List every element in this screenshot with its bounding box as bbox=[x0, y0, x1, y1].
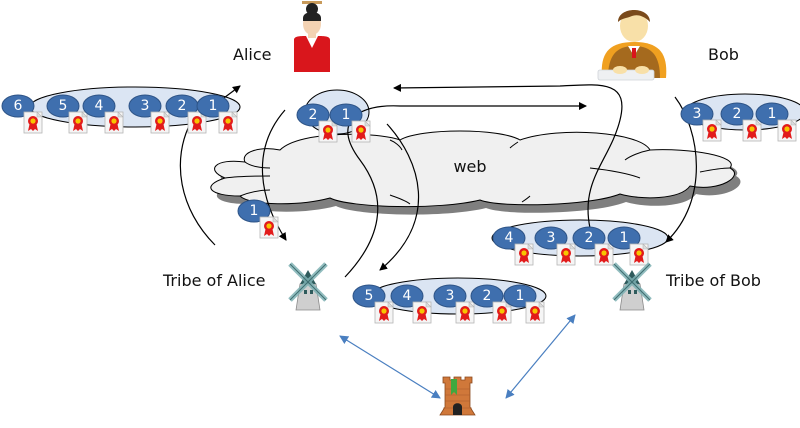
chain-entry: 2 bbox=[296, 103, 338, 143]
block-number-badge bbox=[607, 226, 641, 250]
tribe-bob-label: Tribe of Bob bbox=[665, 271, 761, 290]
block-number: 3 bbox=[693, 106, 702, 122]
link-tribe-alice-castle bbox=[339, 335, 441, 399]
block-number: 1 bbox=[768, 106, 777, 122]
web-cloud bbox=[210, 130, 741, 215]
chain-entry: 4 bbox=[82, 94, 124, 134]
block-number: 3 bbox=[446, 288, 455, 304]
chain-entry: 1 bbox=[503, 284, 545, 324]
chain-entry: 3 bbox=[680, 102, 722, 142]
block-number: 6 bbox=[14, 98, 23, 114]
certificate-icon bbox=[318, 120, 338, 143]
block-number-badge bbox=[492, 226, 526, 250]
windmill-icon-bob bbox=[614, 264, 650, 310]
block-number: 2 bbox=[178, 98, 187, 114]
arrow-tribe-alice-to-bob bbox=[344, 102, 587, 278]
certificate-icon bbox=[259, 216, 279, 239]
chain-entry: 3 bbox=[534, 226, 576, 266]
block-number-badge bbox=[534, 226, 568, 250]
block-number: 4 bbox=[95, 98, 104, 114]
chain-entry: 5 bbox=[46, 94, 88, 134]
block-number-badge bbox=[680, 102, 714, 126]
block-number-badge bbox=[128, 94, 162, 118]
certificate-icon bbox=[374, 301, 394, 324]
chain-entry: 4 bbox=[390, 284, 432, 324]
certificate-icon bbox=[218, 111, 238, 134]
person-bob-icon bbox=[597, 10, 667, 81]
chain-entry: 1 bbox=[196, 94, 238, 134]
certificate-icon bbox=[594, 243, 614, 266]
certificate-icon bbox=[514, 243, 534, 266]
block-number-badge bbox=[82, 94, 116, 118]
chain-entry: 3 bbox=[433, 284, 475, 324]
block-number-badge bbox=[296, 103, 330, 127]
block-number-badge bbox=[390, 284, 424, 308]
block-number-badge bbox=[433, 284, 467, 308]
chain-entry: 1 bbox=[755, 102, 797, 142]
arrow-tribe-bob-to-alice bbox=[393, 83, 623, 229]
block-number: 5 bbox=[59, 98, 68, 114]
chain-entry: 1 bbox=[607, 226, 649, 266]
arrow-tribe-to-alice-chain bbox=[179, 119, 216, 246]
block-number-badge bbox=[470, 284, 504, 308]
block-number: 1 bbox=[516, 288, 525, 304]
certificate-icon bbox=[629, 243, 649, 266]
tribe-alice-label: Tribe of Alice bbox=[162, 271, 266, 290]
block-number: 5 bbox=[365, 288, 374, 304]
certificate-icon bbox=[777, 119, 797, 142]
chain-entry: 6 bbox=[1, 94, 43, 134]
block-number-badge bbox=[720, 102, 754, 126]
bob-label: Bob bbox=[708, 45, 739, 64]
certificate-icon bbox=[351, 120, 371, 143]
block-number: 1 bbox=[342, 107, 351, 123]
block-number-badge bbox=[755, 102, 789, 126]
web-label: web bbox=[453, 157, 486, 176]
chain-entry: 3 bbox=[128, 94, 170, 134]
chain-entry: 5 bbox=[352, 284, 394, 324]
block-number: 1 bbox=[209, 98, 218, 114]
block-number: 1 bbox=[620, 230, 629, 246]
block-number-badge bbox=[352, 284, 386, 308]
certificate-icon bbox=[23, 111, 43, 134]
block-number: 2 bbox=[309, 107, 318, 123]
certificate-icon bbox=[412, 301, 432, 324]
block-number: 2 bbox=[585, 230, 594, 246]
person-alice-icon bbox=[294, 1, 330, 72]
certificate-icon bbox=[68, 111, 88, 134]
block-number: 2 bbox=[483, 288, 492, 304]
certificate-icon bbox=[525, 301, 545, 324]
block-number: 2 bbox=[733, 106, 742, 122]
chain-entry: 2 bbox=[470, 284, 512, 324]
link-tribe-bob-castle bbox=[505, 314, 576, 399]
certificate-icon bbox=[455, 301, 475, 324]
block-number-badge bbox=[196, 94, 230, 118]
chain-entry: 1 bbox=[329, 103, 371, 143]
certificate-icon bbox=[104, 111, 124, 134]
castle-icon bbox=[439, 376, 476, 416]
block-number-badge bbox=[503, 284, 537, 308]
certificate-icon bbox=[556, 243, 576, 266]
block-number-badge bbox=[46, 94, 80, 118]
block-number-badge bbox=[1, 94, 35, 118]
certificate-icon bbox=[702, 119, 722, 142]
block-number-badge bbox=[237, 199, 271, 223]
block-number: 3 bbox=[547, 230, 556, 246]
certificate-icon bbox=[742, 119, 762, 142]
windmill-icon-alice bbox=[290, 264, 326, 310]
block-number: 3 bbox=[141, 98, 150, 114]
block-number-badge bbox=[572, 226, 606, 250]
alice-label: Alice bbox=[233, 45, 271, 64]
certificate-icon bbox=[150, 111, 170, 134]
chain-entry: 2 bbox=[572, 226, 614, 266]
chain-entry: 4 bbox=[492, 226, 534, 266]
chain-entry: 1 bbox=[237, 199, 279, 239]
block-number: 4 bbox=[403, 288, 412, 304]
block-number: 1 bbox=[250, 203, 259, 219]
block-number: 4 bbox=[505, 230, 514, 246]
arrow-web-to-tribe-alice-chain bbox=[379, 123, 419, 271]
certificate-icon bbox=[492, 301, 512, 324]
chain-entry: 2 bbox=[720, 102, 762, 142]
block-number-badge bbox=[329, 103, 363, 127]
